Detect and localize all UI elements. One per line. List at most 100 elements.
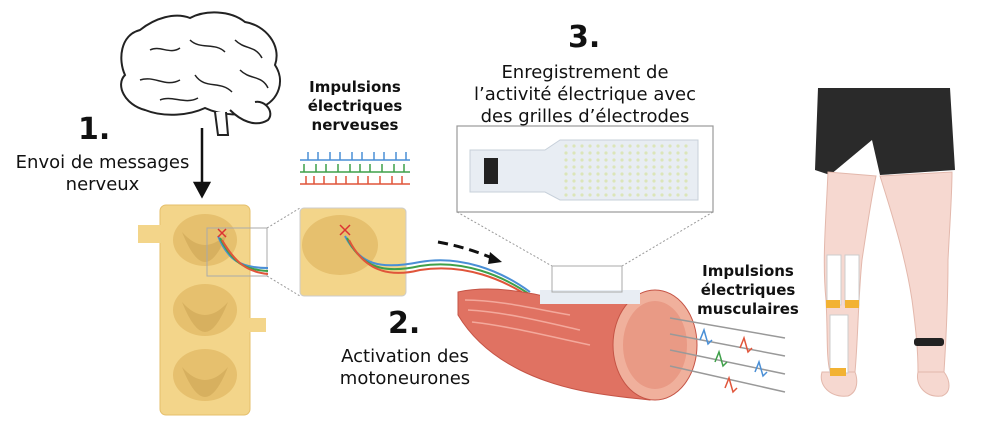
electrode-dot	[564, 165, 567, 168]
step-2-caption: Activation des motoneurones	[320, 346, 490, 390]
electrode-dot	[588, 179, 591, 182]
electrode-dot	[588, 165, 591, 168]
electrode-dot	[612, 165, 615, 168]
electrode-dot	[604, 186, 607, 189]
step-2-caption-line2: motoneurones	[320, 368, 490, 390]
electrode-dot	[676, 193, 679, 196]
electrode-dot	[684, 193, 687, 196]
electrode-dot	[644, 165, 647, 168]
electrode-dot	[564, 172, 567, 175]
electrode-dot	[668, 193, 671, 196]
electrode-dot	[588, 158, 591, 161]
electrode-dot	[676, 165, 679, 168]
electrode-dot	[644, 193, 647, 196]
electrode-dot	[668, 144, 671, 147]
nerve-impulse-traces	[300, 152, 410, 184]
electrode-dot	[660, 193, 663, 196]
step-3-caption-line3: des grilles d’électrodes	[455, 106, 715, 128]
muscle-icon	[458, 266, 697, 400]
electrode-dot	[572, 165, 575, 168]
step-1-caption-line2: nerveux	[10, 174, 195, 196]
electrode-dot	[684, 165, 687, 168]
step-3-number: 3.	[568, 20, 600, 55]
electrode-dot	[620, 179, 623, 182]
electrode-dot	[644, 151, 647, 154]
electrode-dot	[596, 165, 599, 168]
electrode-dot	[596, 172, 599, 175]
legs-icon	[815, 88, 955, 396]
electrode-dot	[628, 179, 631, 182]
electrode-dot	[612, 186, 615, 189]
electrode-dot	[636, 151, 639, 154]
nerve-impulses-line1: Impulsions	[300, 78, 410, 97]
step-3-caption-line1: Enregistrement de	[455, 62, 715, 84]
electrode-dot	[564, 144, 567, 147]
electrode-dot	[588, 151, 591, 154]
electrode-dot	[652, 179, 655, 182]
electrode-dot	[668, 158, 671, 161]
electrode-dot	[628, 158, 631, 161]
electrode-dot	[636, 179, 639, 182]
electrode-dot	[660, 144, 663, 147]
electrode-dot	[572, 186, 575, 189]
electrode-dot	[596, 186, 599, 189]
electrode-dot	[628, 165, 631, 168]
descending-arrow	[195, 128, 209, 196]
electrode-dot	[668, 186, 671, 189]
electrode-dot	[652, 144, 655, 147]
electrode-dot	[644, 186, 647, 189]
electrode-dot	[620, 144, 623, 147]
electrode-dot	[620, 186, 623, 189]
electrode-dot	[652, 158, 655, 161]
electrode-dot	[636, 186, 639, 189]
electrode-dot	[660, 186, 663, 189]
electrode-dot	[684, 179, 687, 182]
electrode-dot	[620, 172, 623, 175]
electrode-dot	[588, 144, 591, 147]
electrode-dot	[580, 186, 583, 189]
electrode-dot	[644, 179, 647, 182]
electrode-dot	[684, 158, 687, 161]
electrode-dot	[604, 144, 607, 147]
electrode-dot	[572, 172, 575, 175]
electrode-dot	[604, 179, 607, 182]
electrode-dot	[652, 165, 655, 168]
brain-icon	[121, 12, 280, 135]
electrode-dot	[652, 172, 655, 175]
electrode-dot	[572, 179, 575, 182]
step-1-number: 1.	[78, 112, 110, 147]
muscle-impulses-line1: Impulsions	[688, 262, 808, 281]
electrode-dot	[676, 158, 679, 161]
electrode-dot	[684, 186, 687, 189]
electrode-dot	[628, 186, 631, 189]
electrode-dot	[652, 186, 655, 189]
electrode-dot	[636, 172, 639, 175]
electrode-dot	[644, 144, 647, 147]
electrode-dot	[620, 158, 623, 161]
electrode-dot	[588, 193, 591, 196]
electrode-dot	[684, 151, 687, 154]
electrode-dot	[564, 186, 567, 189]
electrode-dot	[660, 151, 663, 154]
electrode-dot	[676, 151, 679, 154]
electrode-dot	[636, 158, 639, 161]
electrode-dot	[644, 158, 647, 161]
electrode-dot	[628, 151, 631, 154]
electrode-dot	[588, 172, 591, 175]
nerve-impulses-label: Impulsions électriques nerveuses	[300, 78, 410, 135]
muscle-impulses-line3: musculaires	[688, 300, 808, 319]
electrode-dot	[612, 179, 615, 182]
electrode-dot	[612, 172, 615, 175]
electrode-dot	[604, 158, 607, 161]
step-1-caption-line1: Envoi de messages	[10, 152, 195, 174]
electrode-dot	[572, 158, 575, 161]
step-1-caption: Envoi de messages nerveux	[10, 152, 195, 196]
electrode-dot	[660, 172, 663, 175]
step-3-caption-line2: l’activité électrique avec	[455, 84, 715, 106]
electrode-dot	[660, 165, 663, 168]
electrode-dot	[612, 144, 615, 147]
electrode-dot	[628, 144, 631, 147]
electrode-dot	[604, 193, 607, 196]
electrode-dot	[668, 172, 671, 175]
electrode-dot	[612, 158, 615, 161]
